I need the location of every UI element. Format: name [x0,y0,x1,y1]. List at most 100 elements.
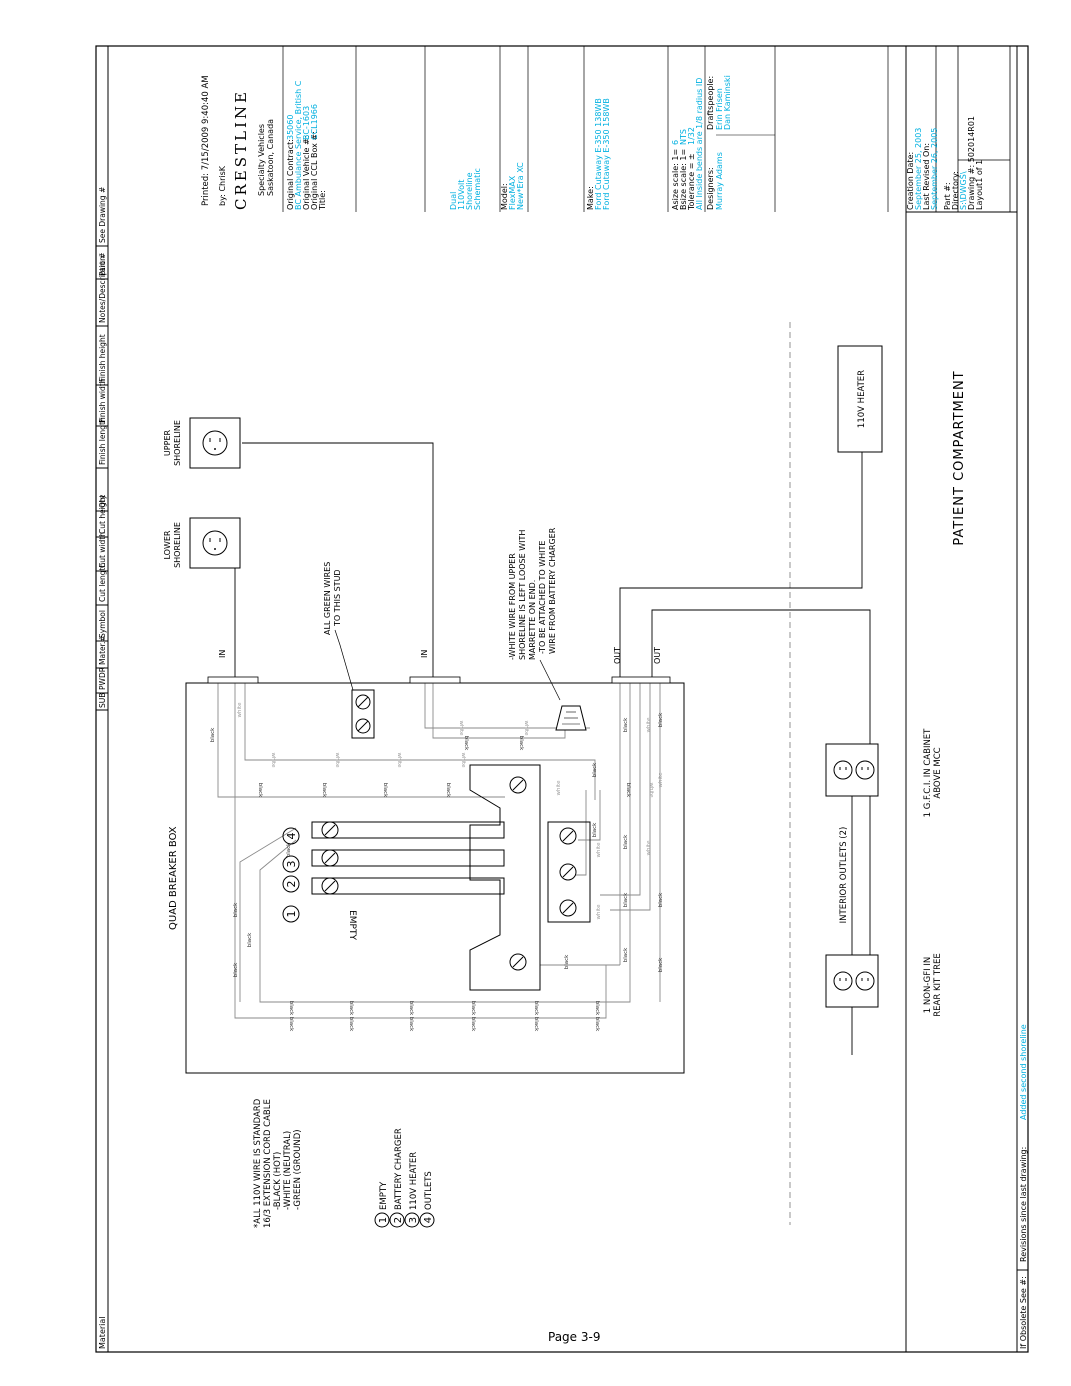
creation-date-label: Creation Date: [906,152,915,210]
drawing-number: Drawing #: 502014R01 [967,116,976,210]
white-note-line-2: SHORELINE IS LEFT LOOSE WITH [518,530,527,660]
nongfi-label-2: REAR KIT TREE [933,953,943,1017]
wire-label-black: black [382,783,388,798]
wire-label-black: black [623,834,629,849]
wire-label-black: black [445,783,451,798]
wire-label-black: black [321,783,327,798]
header-column: Finish height [98,334,107,382]
wire-label-black: black [470,1001,476,1016]
printed-date: Printed: 7/15/2009 9:40:40 AM [201,75,211,206]
wire-label-black: black [470,1017,476,1032]
non-gfi-receptacle [825,954,879,1008]
wire-label-white: white [596,842,602,858]
breaker-number-circle [282,905,300,923]
designer-name: Murray Adams [715,152,724,210]
legend-number: 4 [423,1217,434,1223]
draftsperson-2: Dan Kaminski [723,75,732,130]
last-revised-label: Last Revised On: [922,143,931,210]
lower-shoreline-receptacle [189,517,241,569]
legend-label: EMPTY [379,1181,389,1210]
legend-number-circle [374,1212,390,1228]
wire-label-black: black [533,1017,539,1032]
wire-label-white: white [556,780,562,796]
draftsperson-1: Erin Frisen [715,88,724,130]
upper-inlet-plate [409,676,461,684]
header-column: Notes/Description [98,256,107,323]
breaker-frame [311,764,591,991]
ground-stud-terminal [351,689,375,739]
original-contract-extra: BC Ambulance Service, British C [294,80,303,210]
bsize-label: Bsize scale: 1= [679,149,688,210]
breaker-number-circle [282,855,300,873]
header-column: Finish width [98,378,107,423]
company-line-1: Specialty Vehicles [257,124,266,196]
title-line-1: Dual [449,192,458,210]
revisions-label: Revisions since last drawing: [1019,1147,1028,1262]
wire-label-black: black [592,822,598,837]
header-column: Part # [98,253,107,276]
legend-number-circle [419,1212,435,1228]
legend-number-circle [389,1212,405,1228]
wire-label-black: black [233,962,239,977]
wire-label-black: black [518,736,524,751]
obsolete-label: If Obsolete See #: [1019,1276,1028,1349]
wire-label-white: white [646,840,652,856]
page-number: Page 3-9 [548,1330,601,1344]
wire-label-black: black [658,712,664,727]
in-label-lower: IN [218,650,227,658]
wire-label-white: white [646,717,652,733]
wire-label-black: black [623,947,629,962]
wire-label-black: black [658,892,664,907]
white-note-line-4: -TO BE ATTACHED TO WHITE [538,541,547,654]
footer-strip: If Obsolete See #: Revisions since last … [1017,1024,1028,1349]
part-label: Part #: [943,182,952,210]
green-note-line-1: ALL GREEN WIRES [323,562,332,635]
original-ccl-label: Original CCL Box #: [310,131,319,210]
wire-label-white: white [658,772,664,788]
legend-note-3: -BLACK (HOT) [273,1152,283,1210]
outlet-plate [611,676,671,684]
in-label-upper: IN [420,650,429,658]
interior-outlets-label: INTERIOR OUTLETS (2) [839,827,849,924]
header-column: Cut width [98,532,107,568]
revisions-value: Added second shoreline [1019,1024,1028,1120]
wire-traces [217,683,661,1019]
white-note-leader [539,659,561,701]
wire-label-black: black [288,1017,294,1032]
wire-label-black: black [288,1001,294,1016]
material-header: Material [98,1317,107,1350]
original-contract-value: 35060 [286,115,295,140]
breaker-number: 2 [285,881,298,888]
wire-label-white: white [237,702,243,718]
model-line-1: FlexMAX [508,175,517,210]
wire-label-black: black [257,783,263,798]
diagram: QUAD BREAKER BOX [163,322,967,1228]
title-line-3: Shoreline [465,172,474,210]
wire-label-black: black [592,762,598,777]
wire-label-black: black [623,717,629,732]
breaker-number: 3 [285,861,298,868]
upper-shoreline-receptacle [189,417,241,469]
white-note-line-1: -WHITE WIRE FROM UPPER [508,553,517,660]
wire-label-black: black [408,1017,414,1032]
wire-label-white: white [523,720,529,736]
wire-label-white: white [270,752,276,768]
wire-label-black: black [623,892,629,907]
terminal-screws [321,776,577,971]
wire-label-black: black [625,783,631,798]
creation-date-value: September 25, 2003 [914,128,923,210]
breaker-number: 1 [285,911,298,918]
green-note-leader [334,629,354,691]
bsize-value: NTS [679,129,688,145]
layout-label: Layout1 of 1 [975,160,984,210]
heater-box [837,345,883,453]
wire-label-black: black [533,1001,539,1016]
wire-label-white: white [648,782,654,798]
directory-label: Directory: [951,171,960,210]
tolerance-value: 1/32 [687,127,696,145]
asize-label: Asize scale: 1= [671,149,680,210]
white-note-line-5: WIRE FROM BATTERY CHARGER [548,527,557,654]
wire-label-black: black [247,932,253,947]
